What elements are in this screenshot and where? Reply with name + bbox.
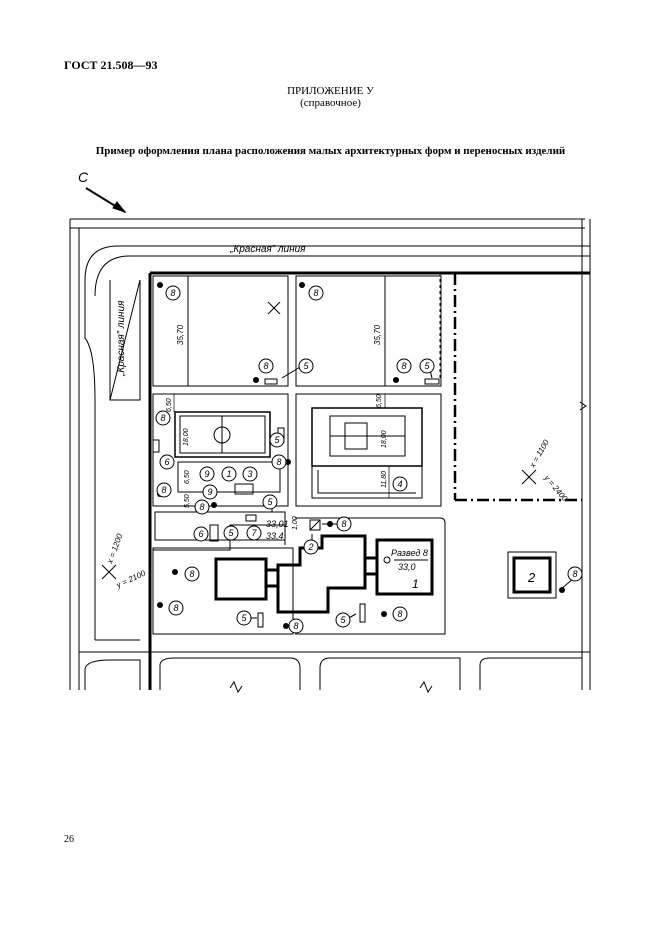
red-line-top-label: „Красная” линия: [229, 244, 306, 255]
dim-label: 5,50: [184, 494, 191, 508]
appendix-heading: ПРИЛОЖЕНИЕ У (справочное): [0, 85, 661, 109]
dim-label: 35,70: [176, 324, 185, 345]
dim-label: 6,50: [184, 470, 191, 484]
marker-label: 8: [293, 621, 298, 631]
marker-label: 8: [189, 569, 194, 579]
dim-label: 1,00: [292, 516, 299, 530]
north-label: С: [78, 169, 89, 185]
marker-label: 5: [241, 613, 247, 623]
marker-label: 8: [160, 413, 165, 423]
marker-label: 8: [161, 485, 166, 495]
dim-label: 11,80: [381, 471, 388, 488]
marker-label: 7: [251, 528, 257, 538]
coord-left-y: y = 2100: [114, 568, 147, 590]
marker-label: 8: [341, 519, 346, 529]
marker-label: 8: [170, 288, 175, 298]
coord-left-x: x = 1200: [105, 532, 125, 566]
appendix-type: (справочное): [300, 97, 361, 109]
marker-label: 6: [164, 457, 169, 467]
dim-label: 6,50: [166, 398, 173, 412]
marker-label: 1: [226, 469, 231, 479]
marker-label: 8: [173, 603, 178, 613]
marker-label: 8: [276, 457, 281, 467]
figure-caption: Пример оформления плана расположения мал…: [95, 145, 566, 157]
building-name: Развед 8: [391, 548, 428, 558]
marker-label: 8: [313, 288, 318, 298]
dim-label: 18,00: [183, 428, 190, 446]
standard-code: ГОСТ 21.508—93: [64, 58, 158, 72]
appendix-title: ПРИЛОЖЕНИЕ У: [287, 85, 374, 97]
dim-label: 6,50: [376, 394, 383, 408]
pad-elevation-top: 33,01: [266, 519, 289, 529]
dim-label: 18,00: [381, 430, 388, 448]
marker-label: 5: [340, 615, 346, 625]
building-elevation: 33,0: [398, 562, 416, 572]
marker-label: 9: [207, 487, 212, 497]
marker-label: 8: [199, 502, 204, 512]
building-2-number: 2: [527, 570, 536, 585]
marker-label: 3: [247, 469, 252, 479]
dim-label: 35,70: [373, 324, 382, 345]
building-number: 1: [412, 577, 419, 591]
marker-label: 5: [424, 361, 430, 371]
page-number: 26: [64, 834, 74, 845]
marker-label: 5: [228, 528, 234, 538]
marker-label: 8: [572, 569, 577, 579]
marker-label: 6: [198, 529, 203, 539]
marker-label: 9: [204, 469, 209, 479]
marker-label: 4: [397, 479, 402, 489]
marker-label: 8: [397, 609, 402, 619]
red-line-left-label: „Красная” линия: [116, 300, 127, 377]
marker-label: 5: [303, 361, 309, 371]
pad-elevation-bottom: 33,4: [266, 531, 284, 541]
marker-label: 2: [307, 542, 313, 552]
coord-right-x: x = 1100: [527, 438, 551, 470]
marker-label: 8: [263, 361, 268, 371]
marker-label: 5: [274, 435, 280, 445]
marker-label: 8: [401, 361, 406, 371]
marker-label: 5: [267, 497, 273, 507]
